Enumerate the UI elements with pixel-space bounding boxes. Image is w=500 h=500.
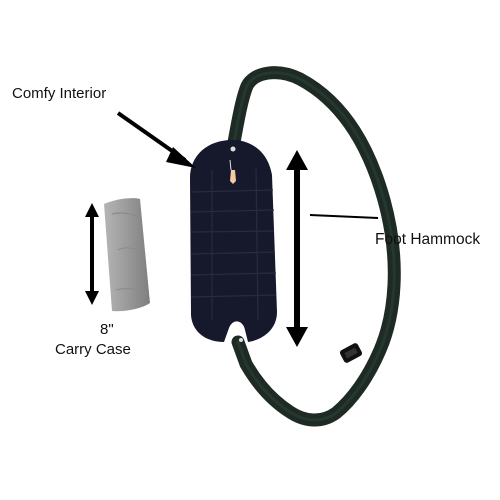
hammock-strap	[226, 66, 401, 427]
strap-buckle-icon	[339, 343, 363, 363]
case-height-arrow	[85, 203, 99, 305]
carry-case	[104, 198, 150, 312]
case-size-label: 8"	[100, 321, 114, 338]
hammock-leader-line	[309, 214, 379, 219]
foot-hammock-body	[190, 140, 277, 342]
carry-case-label: Carry Case	[55, 341, 131, 358]
hammock-height-arrow	[286, 150, 308, 347]
interior-pointer-arrow	[116, 111, 196, 168]
foot-hammock-label: Foot Hammock	[375, 231, 481, 248]
comfy-interior-label: Comfy Interior	[12, 85, 107, 102]
